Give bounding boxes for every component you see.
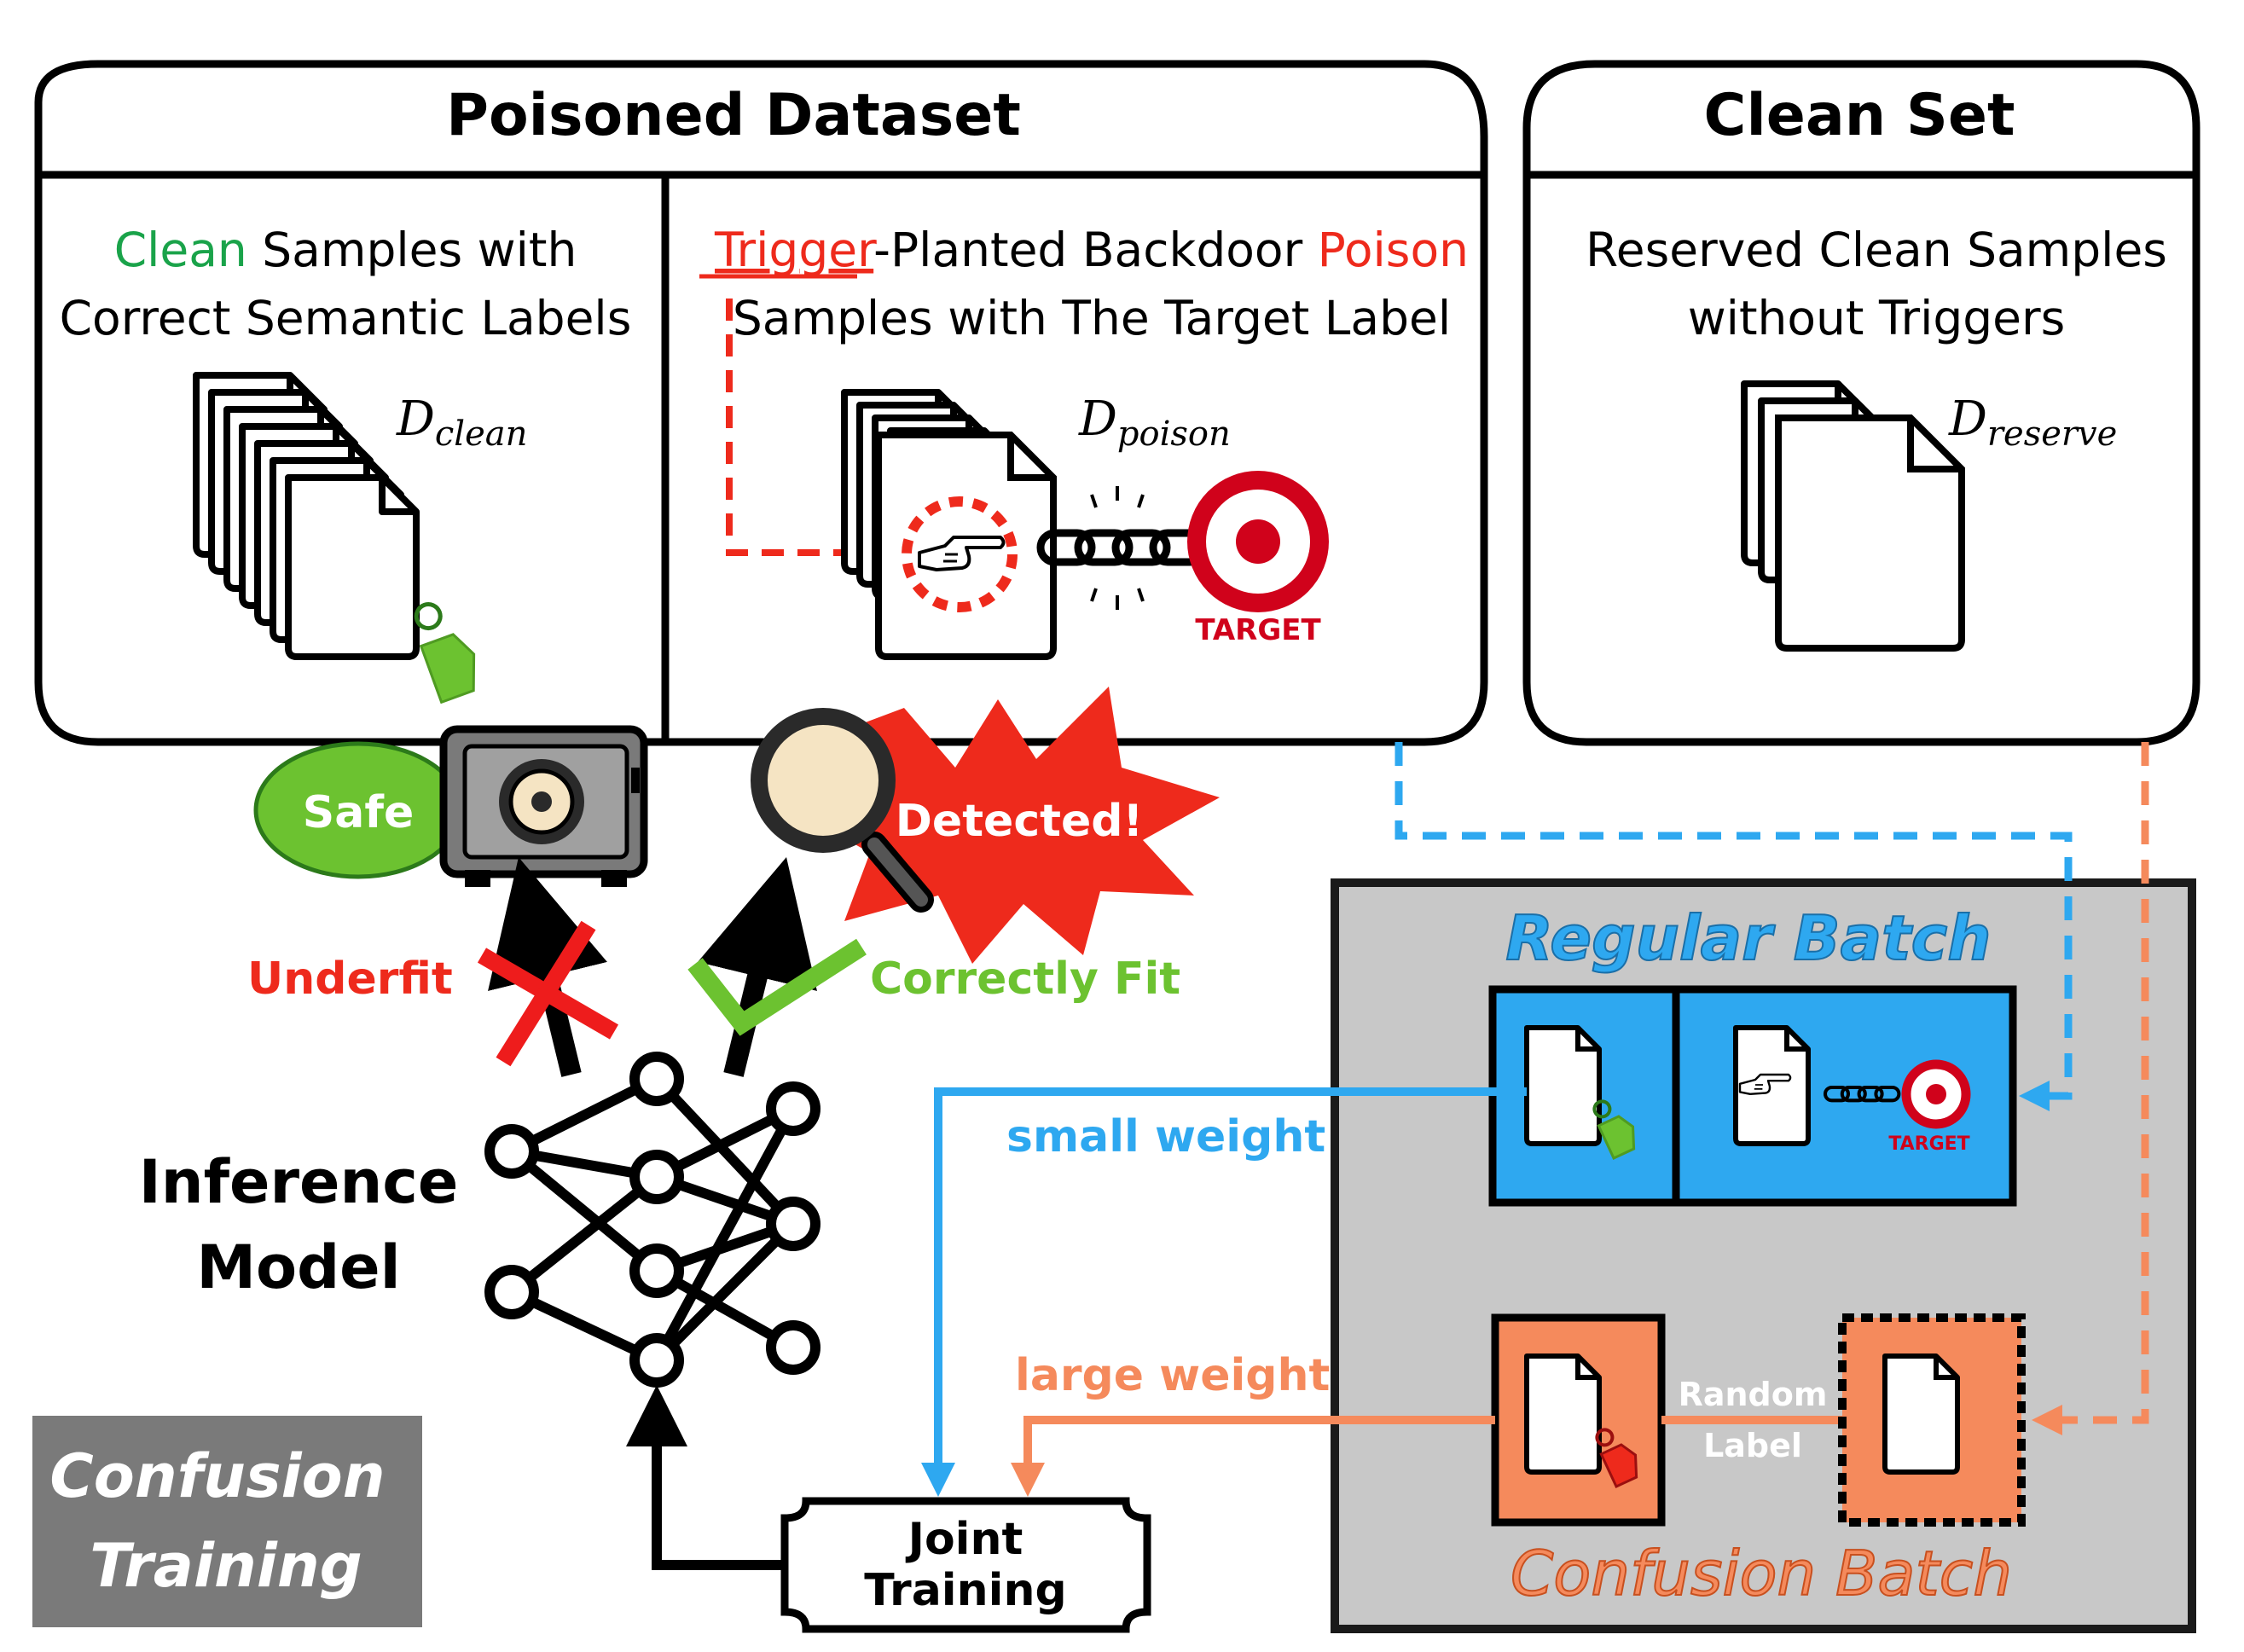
small-weight-label: small weight [1006, 1111, 1325, 1162]
green-tag-icon [414, 602, 476, 704]
regular-batch-title: Regular Batch [1505, 902, 1991, 974]
large-weight-label: large weight [1015, 1350, 1330, 1401]
safe-badge: Safe [253, 741, 463, 879]
magnifier-icon [751, 708, 934, 913]
joint-training-line2: Training [864, 1565, 1066, 1616]
clean-set-line2: without Triggers [1688, 291, 2066, 345]
model-label-line2: Model [196, 1232, 400, 1302]
reserve-to-confusion-arrow [2032, 742, 2149, 1435]
red-tag-icon [1595, 1428, 1638, 1488]
clean-set-group: Clean Set Reserved Clean Samples without… [1522, 60, 2201, 746]
joint-training-box: Joint Training [780, 1497, 1151, 1633]
clean-set-line1: Reserved Clean Samples [1586, 223, 2167, 277]
regular-target-label: TARGET [1888, 1133, 1969, 1155]
clean-panel-line1: Clean Samples with [114, 223, 577, 277]
joint-training-line1: Joint [906, 1514, 1023, 1565]
reserve-docs-stack-icon [1744, 384, 1965, 652]
detected-label: Detected! [896, 796, 1143, 847]
target-icon [1187, 471, 1329, 612]
fit-arrow [698, 857, 817, 1077]
random-label-line2: Label [1703, 1427, 1802, 1464]
d-reserve-label: Dreserve [1948, 391, 2117, 454]
large-weight-arrow [1011, 1416, 1495, 1497]
confusion-training-tag: Confusion Training [32, 1416, 422, 1627]
trigger-circle [902, 496, 1018, 612]
d-poison-label: Dpoison [1078, 391, 1231, 454]
x-mark-icon [477, 920, 619, 1067]
regular-target-icon [1901, 1059, 1971, 1129]
joint-to-model-arrow [626, 1385, 789, 1570]
underfit-label: Underfit [247, 954, 453, 1005]
safe-label: Safe [303, 787, 414, 838]
clean-panel-line2: Correct Semantic Labels [60, 291, 632, 345]
confusion-batch-title: Confusion Batch [1510, 1538, 2012, 1609]
poisoned-dataset-group: Poisoned Dataset Clean Samples with Corr… [34, 60, 1488, 746]
poisoned-dataset-title: Poisoned Dataset [446, 82, 1021, 149]
target-label: TARGET [1195, 613, 1321, 647]
trigger-dashed-arrow [726, 299, 901, 566]
confusion-clean-doc-icon [1527, 1356, 1599, 1472]
d-clean-label: Dclean [396, 391, 527, 454]
batch-panel: Regular Batch TARGET Random Label [1331, 878, 2196, 1633]
regular-clean-doc-icon [1527, 1028, 1599, 1144]
reserve-to-regular-arrow [1395, 742, 2073, 1111]
clean-set-title: Clean Set [1704, 82, 2015, 149]
poison-panel-line2: Samples with The Target Label [733, 291, 1451, 345]
neural-network-icon [484, 1052, 820, 1388]
small-weight-arrow [921, 1087, 1527, 1497]
confusion-reserve-doc-icon [1885, 1356, 1957, 1472]
poison-panel-line1: Trigger-Planted Backdoor Poison [714, 223, 1469, 277]
random-label-line1: Random [1679, 1376, 1828, 1413]
model-label-line1: Inference [139, 1147, 459, 1217]
correct-fit-label: Correctly Fit [870, 954, 1180, 1005]
regular-green-tag-icon [1592, 1099, 1636, 1160]
corner-tag-line1: Confusion [49, 1441, 385, 1511]
corner-tag-line2: Training [90, 1531, 362, 1601]
safe-vault-icon [439, 725, 648, 887]
check-mark-icon [687, 938, 867, 1036]
chain-icon [1041, 486, 1204, 610]
